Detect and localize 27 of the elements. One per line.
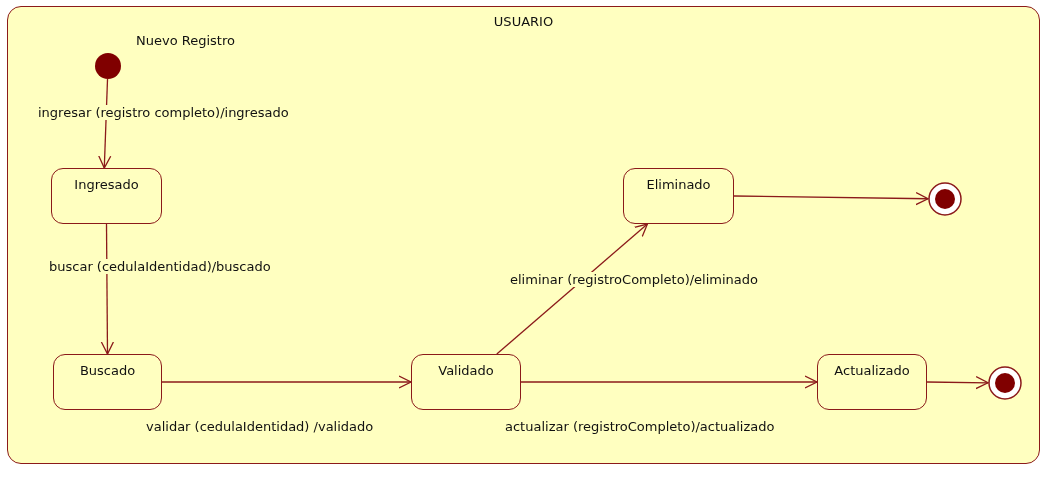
transition-arrow xyxy=(926,376,989,390)
edge-label: actualizar (registroCompleto)/actualizado xyxy=(504,419,776,434)
state-name: Actualizado xyxy=(834,363,910,378)
transition-arrow xyxy=(161,375,412,389)
edge-label: ingresar (registro completo)/ingresado xyxy=(37,105,290,120)
final-state-icon xyxy=(928,182,962,216)
state-box xyxy=(817,354,927,410)
initial-state-icon xyxy=(95,53,121,79)
state-name: Eliminado xyxy=(646,177,711,192)
transition-arrow xyxy=(496,223,649,355)
transition-arrow xyxy=(733,191,929,206)
transition-arrow xyxy=(520,375,818,389)
state-box xyxy=(51,168,162,224)
state-name: Validado xyxy=(438,363,494,378)
state-box xyxy=(623,168,734,224)
frame-title: USUARIO xyxy=(492,14,555,29)
edge-label: buscar (cedulaIdentidad)/buscado xyxy=(48,259,272,274)
state-name: Buscado xyxy=(79,363,136,378)
state-name: Ingresado xyxy=(74,177,139,192)
edge-label: validar (cedulaIdentidad) /validado xyxy=(145,419,375,434)
final-state-icon xyxy=(988,366,1022,400)
state-box xyxy=(411,354,521,410)
edge-label: eliminar (registroCompleto)/eliminado xyxy=(509,272,760,287)
composite-state-frame xyxy=(7,6,1040,464)
state-caption: Nuevo Registro xyxy=(135,33,236,48)
transition-arrow xyxy=(100,223,115,355)
state-box xyxy=(53,354,162,410)
